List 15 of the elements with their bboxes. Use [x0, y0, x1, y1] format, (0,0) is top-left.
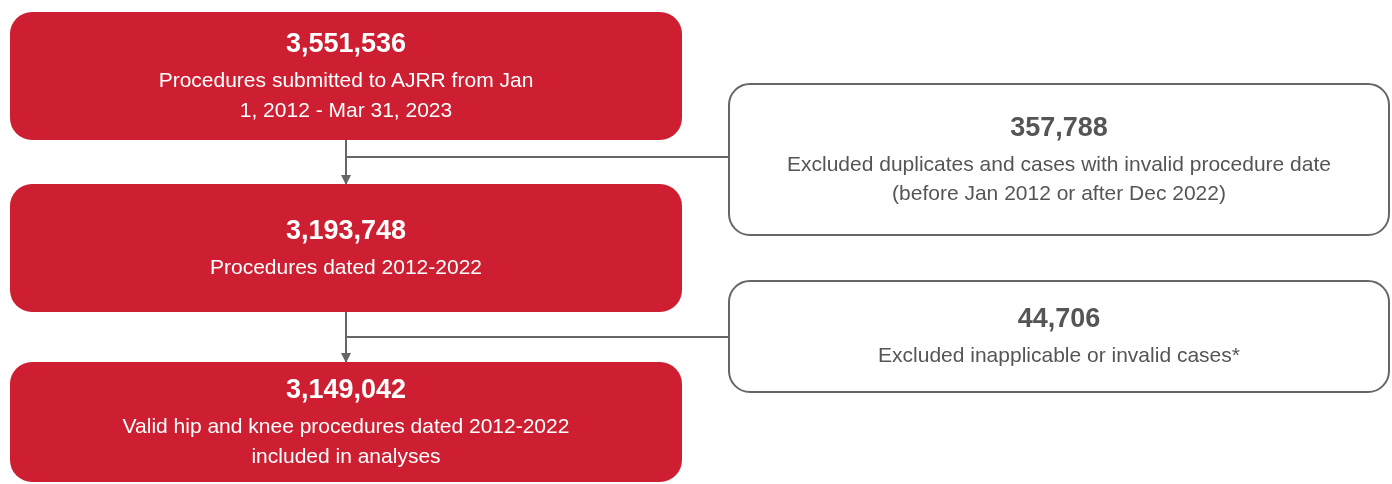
description-text: Excluded inapplicable or invalid cases* [878, 342, 1240, 369]
description-text: Valid hip and knee procedures dated 2012-2022 included in analyses [121, 413, 571, 469]
count-number: 3,149,042 [285, 374, 407, 406]
exclusion-box [728, 83, 1390, 236]
process-box [10, 184, 682, 312]
description-text: Procedures dated 2012-2022 [209, 253, 482, 280]
count-number: 3,193,748 [285, 214, 407, 246]
exclusion-box [728, 280, 1390, 393]
description-text: Excluded duplicates and cases with invalid procedure date (before Jan 2012 or after Dec 2022) [786, 150, 1332, 206]
count-number: 3,551,536 [285, 28, 407, 60]
process-box [10, 362, 682, 482]
description-text: Procedures submitted to AJRR from Jan 1, 2012 - Mar 31, 2023 [157, 67, 535, 123]
count-number: 357,788 [1010, 111, 1108, 143]
count-number: 44,706 [1017, 303, 1101, 335]
process-box [10, 12, 682, 140]
